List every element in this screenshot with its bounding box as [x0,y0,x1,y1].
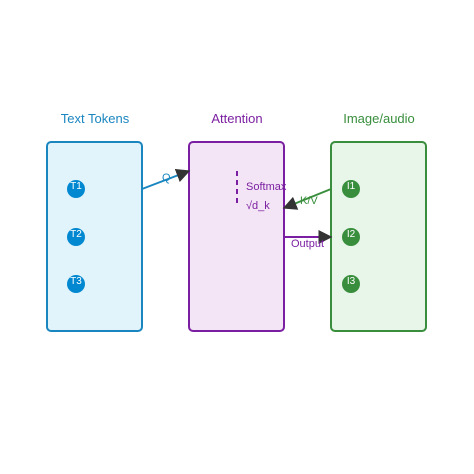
text-token-label: T2 [70,229,82,240]
output-label: Output [291,238,324,250]
text-token-node [67,275,85,293]
query-label: Q [162,172,171,184]
text-tokens-title: Text Tokens [61,111,130,126]
key-value-label: K/V [300,195,318,207]
text-token-label: T1 [70,181,82,192]
query-arrow [141,168,191,190]
image-audio-title: Image/audio [343,111,415,126]
media-token-node [342,228,360,246]
media-token-label: I3 [347,276,356,287]
media-token-node [342,275,360,293]
text-tokens-box [46,141,143,332]
text-token-node [67,180,85,198]
text-token-label: T3 [70,276,82,287]
text-token-node [67,228,85,246]
media-token-node [342,180,360,198]
media-token-label: I2 [347,229,356,240]
key-value-arrow [282,188,332,210]
attention-title: Attention [211,111,262,126]
media-token-label: I1 [347,181,356,192]
attention-box [188,141,285,332]
scale-label: √d_k [246,200,270,212]
softmax-label: Softmax [246,181,287,193]
